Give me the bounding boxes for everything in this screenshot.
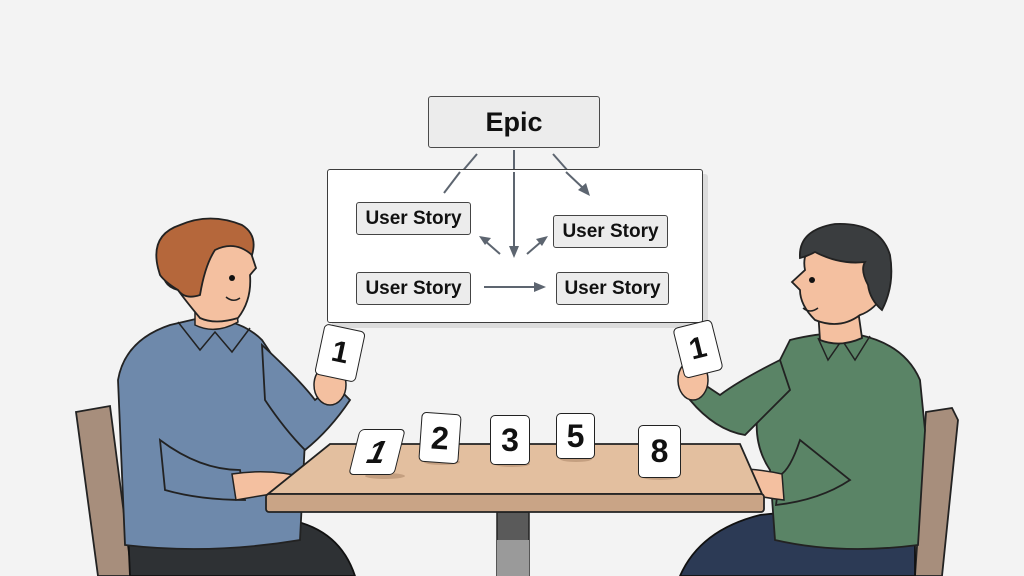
table-card-3: 3: [490, 415, 530, 465]
user-story-top-left: User Story: [356, 202, 471, 235]
table-edge: [265, 493, 765, 513]
epic-label: Epic: [485, 106, 543, 137]
epic-box: Epic: [428, 96, 600, 148]
right-person-hair: [799, 223, 893, 312]
card-value: 8: [650, 433, 669, 469]
card-value: 1: [328, 334, 352, 371]
table-card-2: 2: [418, 411, 462, 465]
user-story-bottom-right: User Story: [556, 272, 669, 305]
right-chair: [914, 407, 959, 576]
table-card-8: 8: [638, 425, 681, 478]
user-story-label: User Story: [365, 277, 462, 299]
card-value: 2: [429, 418, 451, 457]
user-story-label: User Story: [365, 207, 462, 229]
card-value: 1: [685, 330, 710, 367]
user-story-label: User Story: [562, 220, 659, 242]
left-person-hair: [155, 217, 255, 298]
left-chair: [74, 404, 133, 576]
table-card-5: 5: [556, 413, 595, 459]
user-story-label: User Story: [564, 277, 661, 299]
card-value: 3: [501, 421, 519, 458]
user-story-top-right: User Story: [553, 215, 668, 248]
card-value: 5: [566, 417, 585, 454]
card-value: 1: [363, 433, 391, 470]
user-story-bottom-left: User Story: [356, 272, 471, 305]
left-person-shirt: [117, 317, 306, 550]
